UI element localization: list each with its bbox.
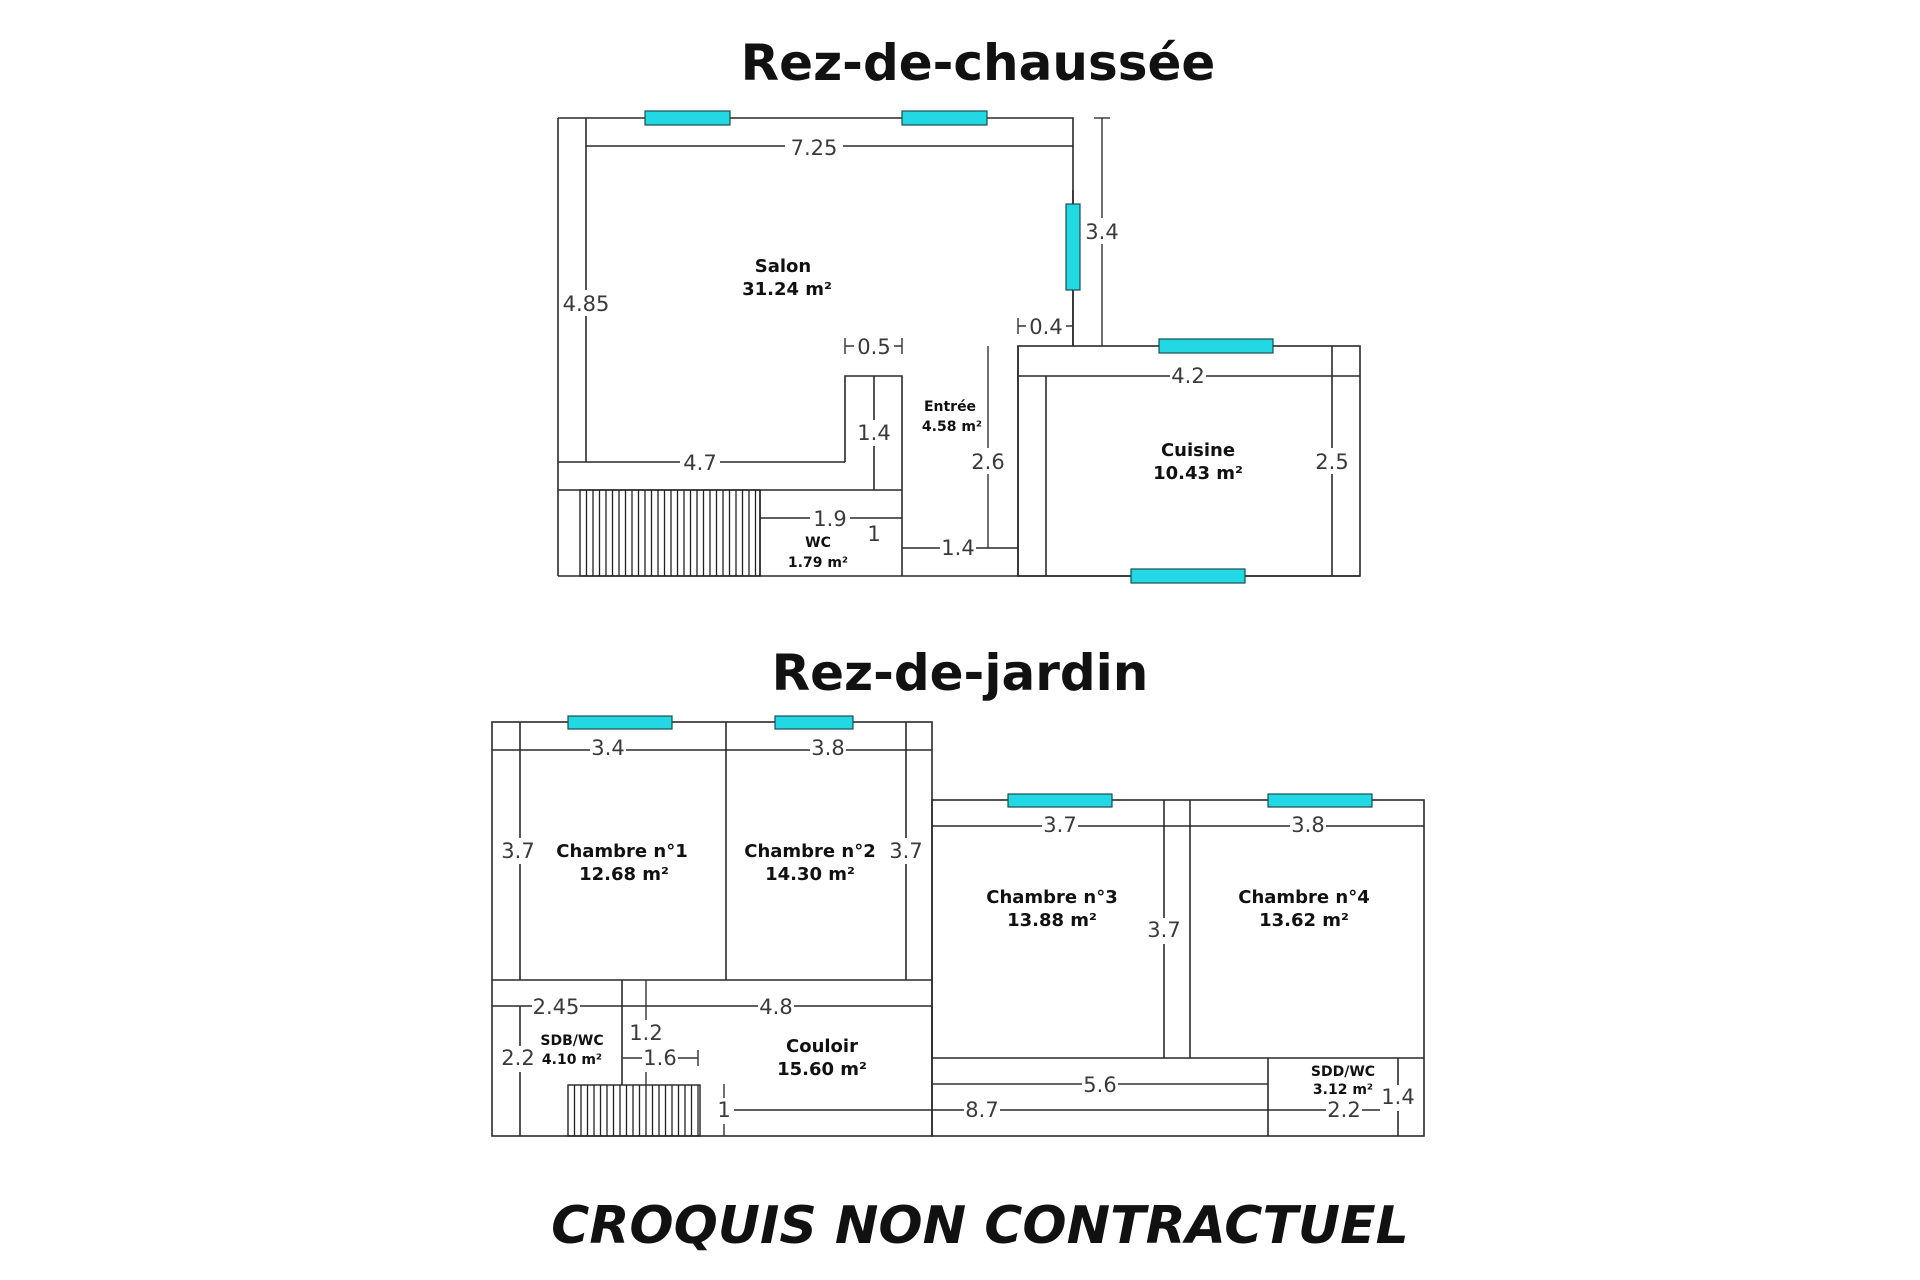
stair-hatch-garden	[567, 1084, 701, 1137]
dim-entree-height: 2.6	[971, 450, 1004, 474]
dim-ch1-width: 3.4	[591, 736, 624, 760]
room-salon-name: Salon	[755, 256, 811, 277]
dim-ch4-width: 3.8	[1291, 813, 1324, 837]
window-salon-1	[644, 110, 731, 126]
room-sdd-area: 3.12 m²	[1313, 1082, 1373, 1098]
room-wc-area: 1.79 m²	[788, 555, 848, 571]
garden-floor-plan: 3.4 3.8 3.7 3.7 3.7 3.8 3.7 2.45 4.8 2.2…	[491, 715, 1425, 1137]
room-chambre1-area: 12.68 m²	[579, 864, 669, 885]
stair-hatch-ground	[579, 489, 761, 577]
stair-frame	[567, 1084, 701, 1137]
dim-sdb-height: 2.2	[501, 1046, 534, 1070]
room-chambre2-area: 14.30 m²	[765, 864, 855, 885]
room-entree-area: 4.58 m²	[922, 419, 982, 435]
dim-wc-depth: 1	[867, 522, 880, 546]
window-cuisine-bottom	[1130, 568, 1246, 584]
room-chambre4-area: 13.62 m²	[1259, 910, 1349, 931]
dim-wc-width: 1.9	[813, 507, 846, 531]
dim-couloir-top: 4.8	[759, 995, 792, 1019]
room-chambre2-name: Chambre n°2	[744, 841, 876, 862]
room-chambre1-name: Chambre n°1	[556, 841, 688, 862]
room-salon-area: 31.24 m²	[742, 279, 832, 300]
dim-ch1-height: 3.7	[501, 839, 534, 863]
garden-floor-title: Rez-de-jardin	[772, 644, 1149, 702]
ground-dimensions: 7.25 4.85 4.7 3.4 0.4 0.5 1.4 2.6 1.9 1	[562, 134, 1351, 561]
ground-floor-plan: 7.25 4.85 4.7 3.4 0.4 0.5 1.4 2.6 1.9 1	[557, 110, 1361, 584]
ground-floor-title: Rez-de-chaussée	[741, 34, 1216, 92]
dim-stair-v: 1.2	[629, 1021, 662, 1045]
window-salon-2	[901, 110, 988, 126]
dim-right-wing: 3.4	[1085, 220, 1118, 244]
dim-passage: 1.4	[941, 536, 974, 560]
room-sdb-area: 4.10 m²	[542, 1052, 602, 1068]
dim-offset-04: 0.4	[1029, 315, 1062, 339]
window-salon-side	[1065, 203, 1081, 291]
dim-stair-h: 1.6	[643, 1046, 676, 1070]
window-chambre4	[1267, 793, 1373, 808]
dim-sdb-width: 2.45	[533, 995, 580, 1019]
dim-ch2-width: 3.8	[811, 736, 844, 760]
dim-offset-05: 0.5	[857, 335, 890, 359]
window-chambre2	[774, 715, 854, 730]
stair-frame	[579, 489, 761, 577]
room-cuisine-name: Cuisine	[1161, 440, 1235, 461]
room-couloir-name: Couloir	[786, 1036, 858, 1057]
room-entree-name: Entrée	[924, 399, 976, 415]
dim-sdd-height: 1.4	[1381, 1085, 1414, 1109]
dim-sdd-width: 2.2	[1327, 1098, 1360, 1122]
dim-ch3-width: 3.7	[1043, 813, 1076, 837]
room-chambre3-area: 13.88 m²	[1007, 910, 1097, 931]
room-cuisine-area: 10.43 m²	[1153, 463, 1243, 484]
window-chambre3	[1007, 793, 1113, 808]
garden-dimensions: 3.4 3.8 3.7 3.7 3.7 3.8 3.7 2.45 4.8 2.2…	[500, 736, 1416, 1136]
room-sdd-name: SDD/WC	[1311, 1064, 1375, 1080]
dim-salon-bottom: 4.7	[683, 451, 716, 475]
room-chambre3-name: Chambre n°3	[986, 887, 1118, 908]
window-chambre1	[567, 715, 673, 730]
dim-salon-width: 7.25	[791, 136, 838, 160]
dim-cuisine-height: 2.5	[1315, 450, 1348, 474]
right-block-outer	[931, 799, 1425, 1137]
room-chambre4-name: Chambre n°4	[1238, 887, 1370, 908]
dim-ch34-height: 3.7	[1147, 918, 1180, 942]
room-wc-name: WC	[805, 535, 831, 551]
dim-total-bottom: 8.7	[965, 1098, 998, 1122]
dim-stair-small: 1	[717, 1098, 730, 1122]
disclaimer-footer: CROQUIS NON CONTRACTUEL	[551, 1196, 1409, 1256]
dim-couloir-inner: 5.6	[1083, 1073, 1116, 1097]
window-cuisine-top	[1158, 338, 1274, 354]
room-sdb-name: SDB/WC	[540, 1033, 603, 1049]
dim-salon-height: 4.85	[563, 292, 610, 316]
room-couloir-area: 15.60 m²	[777, 1059, 867, 1080]
dim-entree-wall: 1.4	[857, 421, 890, 445]
dim-ch2-height: 3.7	[889, 839, 922, 863]
dim-cuisine-width: 4.2	[1171, 364, 1204, 388]
